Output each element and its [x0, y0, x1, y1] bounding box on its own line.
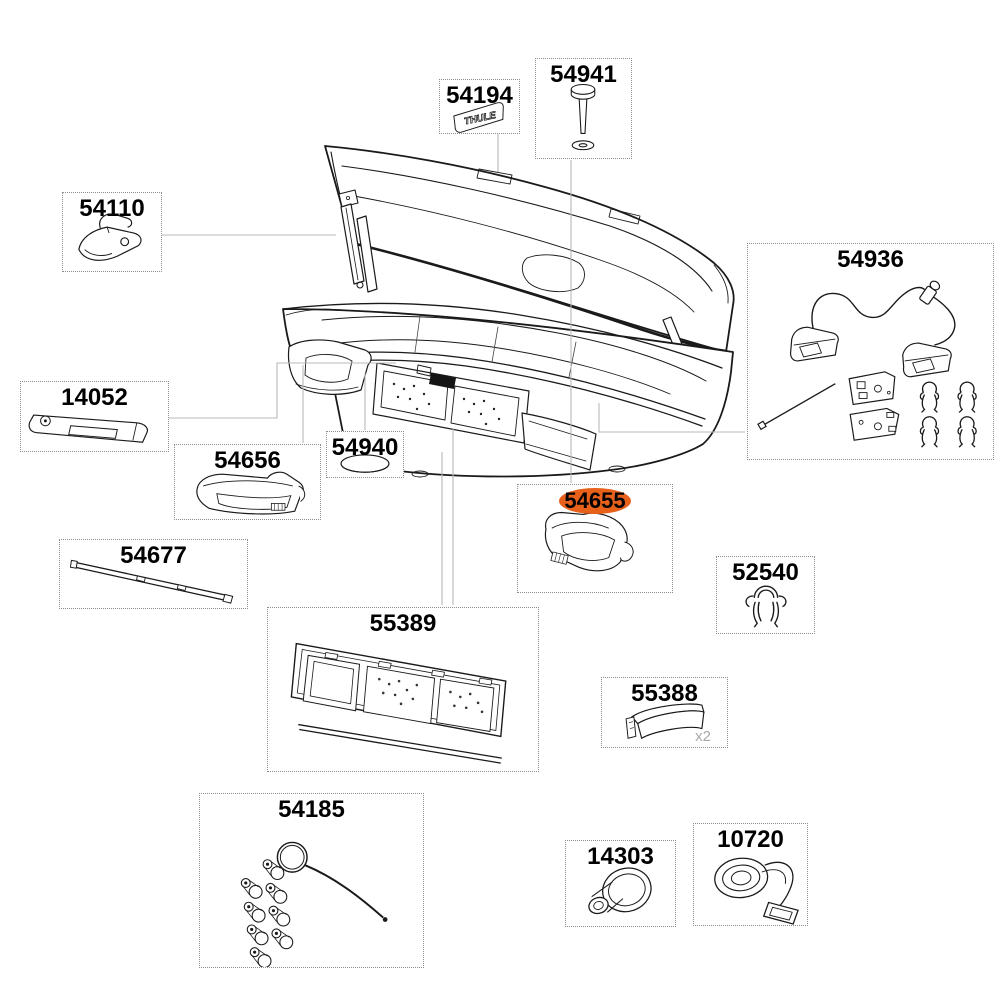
part-number-label: 54936 — [837, 246, 904, 273]
part-number-label: 52540 — [732, 559, 799, 586]
part-number-label: 54677 — [120, 542, 187, 569]
push-clip-icon — [745, 585, 787, 628]
fastener-kit-icon — [240, 841, 388, 967]
part-number-label: 55388 — [631, 680, 698, 707]
part-box-14303[interactable]: 14303 — [565, 840, 676, 927]
part-box-54185[interactable]: 54185 — [199, 793, 424, 968]
bolt-and-washer-icon — [570, 83, 596, 151]
part-number-label: 54656 — [214, 447, 281, 474]
part-number-label: 54110 — [79, 195, 145, 222]
round-plug-icon — [588, 867, 652, 915]
part-box-55389[interactable]: 55389 — [267, 607, 539, 772]
plug-icon — [919, 280, 941, 305]
end-cap-icon — [625, 703, 705, 740]
trim-strip-icon — [69, 559, 234, 604]
part-number-label: 54940 — [331, 434, 399, 461]
part-box-54110[interactable]: 54110 — [62, 192, 162, 272]
part-box-52540[interactable]: 52540 — [716, 556, 815, 634]
part-box-54936[interactable]: 54936 — [747, 243, 994, 460]
part-box-10720[interactable]: 10720 — [693, 823, 808, 926]
part-number-label: 10720 — [717, 826, 784, 853]
part-box-54941[interactable]: 54941 — [535, 58, 632, 159]
part-box-54655[interactable]: 54655 — [517, 484, 673, 593]
part-box-55388[interactable]: 55388 x2 — [601, 677, 728, 748]
strap-icon — [714, 857, 799, 925]
part-box-54656[interactable]: 54656 — [174, 444, 321, 520]
corner-cover-right-icon — [544, 511, 634, 572]
thule-badge-icon: THULE — [453, 102, 504, 133]
part-number-label: 14052 — [61, 384, 128, 411]
part-number-label: 54194 — [446, 82, 513, 109]
plate-hole-dots — [392, 382, 501, 426]
highlighted-part-badge[interactable]: 54655 — [559, 488, 631, 514]
handle-strip-icon — [28, 414, 149, 443]
leader-lines — [162, 134, 745, 605]
part-box-14052[interactable]: 14052 — [20, 381, 169, 452]
part-number-label: 55389 — [369, 610, 437, 637]
part-number-label: 54185 — [278, 796, 345, 823]
part-box-54677[interactable]: 54677 — [59, 539, 248, 609]
part-box-54194[interactable]: THULE 54194 — [439, 79, 520, 134]
part-number-label: 54941 — [550, 61, 617, 88]
light-kit-icon — [757, 280, 977, 448]
oval-cap-icon — [340, 454, 390, 473]
quantity-note: x2 — [695, 728, 711, 745]
plate-holder-icon — [290, 642, 507, 764]
part-number-label: 14303 — [587, 843, 654, 870]
corner-cover-left-icon — [196, 471, 306, 515]
part-number-label: 54655 — [564, 488, 626, 514]
lid-lifter-bracket-icon — [78, 213, 142, 261]
part-box-54940[interactable]: 54940 — [326, 431, 404, 478]
